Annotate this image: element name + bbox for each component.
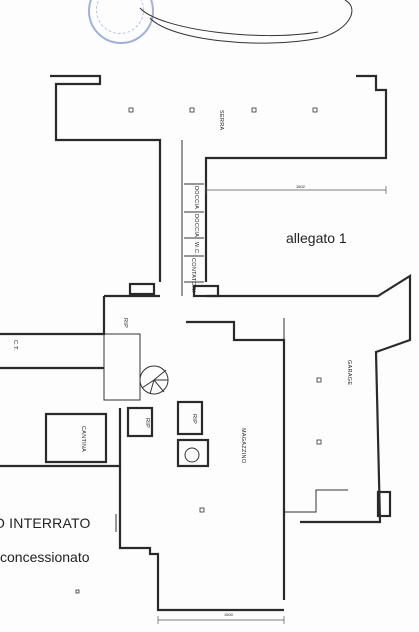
top-curved-outline-2 <box>139 7 319 37</box>
serra-right-wall <box>204 74 388 282</box>
rip-cell <box>176 400 204 436</box>
label-cantina: CANTINA <box>80 426 86 453</box>
garage-pillar <box>376 490 392 518</box>
small-fixture <box>184 447 200 463</box>
spiral-stair <box>139 365 169 395</box>
label-doccia-2: DOCCIA <box>193 214 199 238</box>
left-wing <box>0 408 122 468</box>
serra-wall <box>50 74 162 282</box>
dim-label-lower: 1500 <box>224 612 233 617</box>
label-rip-1: RIP <box>122 318 128 329</box>
small-cell <box>176 438 210 468</box>
label-ct: C.T. <box>12 340 18 351</box>
label-rip-3: RIP <box>191 414 197 425</box>
label-wc: W.C. <box>193 242 199 256</box>
magazzino-left <box>118 466 284 612</box>
interrato-label: O INTERRATO <box>0 515 91 531</box>
label-garage: GARAGE <box>346 360 352 386</box>
rip-room <box>103 333 141 401</box>
concessionato-label: concessionato <box>0 549 90 565</box>
garage-inner <box>283 318 348 513</box>
block-left <box>128 282 156 296</box>
rip-small <box>126 406 154 438</box>
label-magazzino: MAGAZZINO <box>240 428 246 464</box>
allegato-label: allegato 1 <box>286 230 347 246</box>
left-core <box>0 294 160 370</box>
service-cells <box>184 183 204 283</box>
block-right <box>192 284 220 298</box>
label-doccia-1: DOCCIA <box>193 186 199 210</box>
label-rip-2: RIP <box>144 418 150 429</box>
label-serra: SERRA <box>218 110 224 131</box>
garage-outline <box>206 274 412 524</box>
point-markers <box>75 107 322 594</box>
dim-label-upper: 1602 <box>296 184 305 189</box>
cantina-room <box>44 412 108 464</box>
top-curved-outline <box>149 0 353 44</box>
label-contatori: CONTATORI <box>190 258 196 293</box>
magazzino-outline <box>186 320 286 600</box>
